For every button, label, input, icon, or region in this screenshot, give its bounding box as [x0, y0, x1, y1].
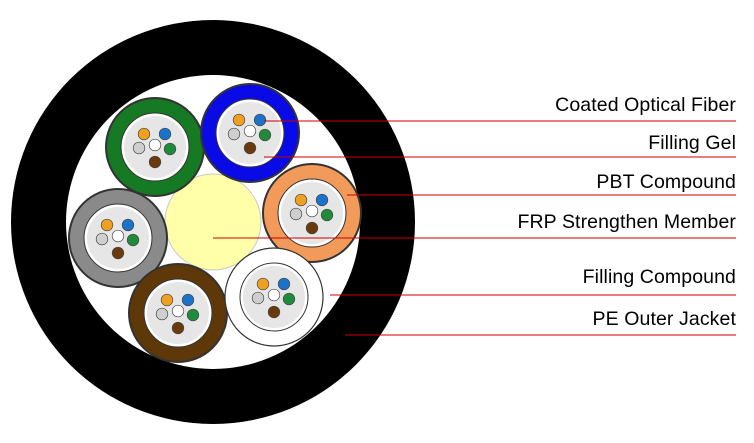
- coated-optical-fiber: [232, 113, 246, 127]
- coated-optical-fiber: [186, 308, 200, 322]
- coated-optical-fiber: [163, 142, 177, 156]
- coated-optical-fiber: [148, 155, 162, 169]
- loose-tube-1: [105, 97, 205, 197]
- coated-optical-fiber: [158, 127, 172, 141]
- loose-tube-6: [224, 247, 324, 347]
- loose-tube-5: [128, 263, 228, 363]
- label-frp-strengthen-member: FRP Strengthen Member: [517, 211, 736, 233]
- coated-optical-fiber: [289, 207, 303, 221]
- coated-optical-fiber: [137, 127, 151, 141]
- coated-optical-fiber: [171, 321, 185, 335]
- coated-optical-fiber: [121, 218, 135, 232]
- coated-optical-fiber: [148, 138, 162, 152]
- coated-optical-fiber: [320, 208, 334, 222]
- label-pe-outer-jacket: PE Outer Jacket: [592, 308, 736, 330]
- coated-optical-fiber: [126, 233, 140, 247]
- coated-optical-fiber: [251, 291, 265, 305]
- loose-tube-2: [200, 83, 300, 183]
- label-pbt-compound: PBT Compound: [596, 171, 736, 193]
- coated-optical-fiber: [111, 246, 125, 260]
- coated-optical-fiber: [256, 277, 270, 291]
- coated-optical-fiber: [267, 288, 281, 302]
- coated-optical-fiber: [294, 193, 308, 207]
- coated-optical-fiber: [181, 293, 195, 307]
- coated-optical-fiber: [111, 229, 125, 243]
- coated-optical-fiber: [132, 141, 146, 155]
- coated-optical-fiber: [267, 305, 281, 319]
- coated-optical-fiber: [315, 193, 329, 207]
- coated-optical-fiber: [160, 293, 174, 307]
- label-coated-optical-fiber: Coated Optical Fiber: [555, 94, 736, 116]
- coated-optical-fiber: [100, 218, 114, 232]
- coated-optical-fiber: [243, 124, 257, 138]
- coated-optical-fiber: [227, 127, 241, 141]
- coated-optical-fiber: [95, 232, 109, 246]
- label-filling-compound: Filling Compound: [582, 266, 736, 288]
- coated-optical-fiber: [305, 204, 319, 218]
- coated-optical-fiber: [258, 128, 272, 142]
- coated-optical-fiber: [171, 304, 185, 318]
- coated-optical-fiber: [243, 141, 257, 155]
- coated-optical-fiber: [282, 292, 296, 306]
- coated-optical-fiber: [277, 277, 291, 291]
- loose-tube-4: [68, 188, 168, 288]
- label-filling-gel: Filling Gel: [648, 132, 736, 154]
- coated-optical-fiber: [305, 221, 319, 235]
- coated-optical-fiber: [155, 307, 169, 321]
- coated-optical-fiber: [253, 113, 267, 127]
- loose-tube-3: [262, 163, 362, 263]
